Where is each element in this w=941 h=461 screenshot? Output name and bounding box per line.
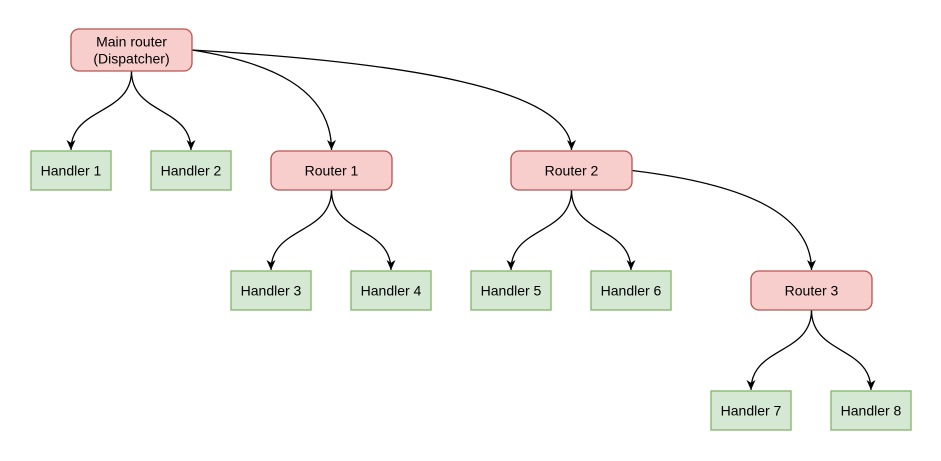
main-router-label: Main router(Dispatcher) — [93, 34, 169, 67]
node-handler-5: Handler 5 — [470, 270, 552, 311]
handler-3-box — [230, 270, 312, 311]
handler-4-box — [350, 270, 432, 311]
router-2-box — [510, 150, 633, 191]
main-router-box — [70, 28, 193, 72]
node-handler-6: Handler 6 — [590, 270, 672, 311]
node-router-1: Router 1 — [270, 150, 393, 191]
node-router-2: Router 2 — [510, 150, 633, 191]
handler-4-label: Handler 4 — [361, 283, 422, 299]
handler-2-label: Handler 2 — [161, 163, 222, 179]
edge-router-3-to-handler-7 — [746, 309, 813, 391]
handler-2-box — [150, 150, 232, 191]
router-3-box — [750, 270, 873, 311]
node-handler-1: Handler 1 — [30, 150, 112, 191]
edge-main-router-to-router-2 — [191, 49, 576, 151]
router-1-label: Router 1 — [305, 163, 359, 179]
node-handler-8: Handler 8 — [830, 390, 912, 431]
edge-router-2-to-handler-6 — [570, 189, 636, 271]
handler-7-box — [710, 390, 792, 431]
node-main-router: Main router(Dispatcher) — [70, 28, 193, 72]
edge-main-router-to-handler-2 — [130, 70, 196, 151]
handler-5-box — [470, 270, 552, 311]
router-2-label: Router 2 — [545, 163, 599, 179]
node-router-3: Router 3 — [750, 270, 873, 311]
edge-router-1-to-handler-3 — [266, 189, 333, 271]
handler-8-box — [830, 390, 912, 431]
edge-main-router-to-router-1 — [191, 49, 336, 151]
edge-router-2-to-router-3 — [631, 169, 816, 271]
handler-6-box — [590, 270, 672, 311]
edge-main-router-to-handler-1 — [66, 70, 133, 151]
edge-router-2-to-handler-5 — [506, 189, 573, 271]
handler-3-label: Handler 3 — [241, 283, 302, 299]
handler-1-label: Handler 1 — [41, 163, 102, 179]
node-handler-3: Handler 3 — [230, 270, 312, 311]
node-handler-2: Handler 2 — [150, 150, 232, 191]
handler-8-label: Handler 8 — [841, 403, 902, 419]
node-handler-7: Handler 7 — [710, 390, 792, 431]
router-3-label: Router 3 — [785, 283, 839, 299]
router-1-box — [270, 150, 393, 191]
handler-6-label: Handler 6 — [601, 283, 662, 299]
node-handler-4: Handler 4 — [350, 270, 432, 311]
handler-5-label: Handler 5 — [481, 283, 542, 299]
edge-router-3-to-handler-8 — [810, 309, 876, 391]
handler-7-label: Handler 7 — [721, 403, 782, 419]
handler-1-box — [30, 150, 112, 191]
edge-router-1-to-handler-4 — [330, 189, 396, 271]
